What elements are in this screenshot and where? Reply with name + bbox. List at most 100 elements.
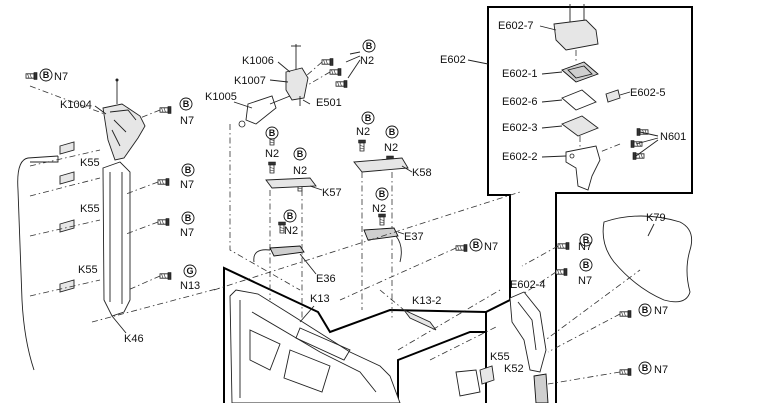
leader-n601-3: [635, 139, 659, 157]
label-e602-5: E602-5: [630, 87, 665, 99]
part-e602-3: [561, 115, 599, 137]
inner-frame-outline: [397, 331, 486, 403]
screw-n7-a: [159, 106, 172, 114]
leader-n7-r2: [519, 271, 557, 297]
leader-long-2: [397, 289, 501, 351]
e602-box-outline: [485, 6, 693, 403]
leader-e602-3: [541, 125, 563, 129]
cable-left: [17, 155, 59, 371]
part-k52: [455, 369, 481, 397]
leader-k1007: [269, 79, 289, 83]
label-e501: E501: [316, 97, 342, 109]
leader-k1005: [233, 101, 253, 109]
label-n2-f: N2: [372, 203, 386, 215]
pad-k55-4: [59, 279, 75, 293]
leader-n13: [127, 275, 161, 291]
label-n2-d: N2: [356, 126, 370, 138]
part-k1004: [102, 103, 146, 161]
screw-n7-c: [157, 218, 170, 226]
circle-b-letter: B: [642, 305, 649, 315]
pad-k55-bottom: [479, 365, 495, 385]
leader-n7-r1: [521, 245, 559, 267]
leader-n2-top-a: [349, 51, 361, 55]
label-k55-c: K55: [78, 264, 98, 276]
pad-k55-2: [59, 171, 75, 185]
circle-b-letter: B: [583, 260, 590, 270]
circle-b-icon: [579, 233, 593, 247]
label-n2-c: N2: [284, 225, 298, 237]
label-e602-2: E602-2: [502, 151, 537, 163]
part-e602-4-foot: [533, 373, 549, 404]
circle-g-icon: [183, 264, 197, 278]
screw-n7-r2: [555, 268, 568, 276]
part-k79: [602, 215, 693, 303]
circle-b-icon: [579, 258, 593, 272]
label-k1007: K1007: [234, 75, 266, 87]
leader-e602-6: [541, 99, 563, 103]
leader-k13: [299, 305, 315, 323]
label-n601: N601: [660, 131, 686, 143]
label-n7-mid: N7: [484, 241, 498, 253]
screw-n7-b: [157, 178, 170, 186]
leader-n7-top-left: [29, 85, 111, 117]
circle-b-icon: [638, 361, 652, 375]
leader-n7-mid: [339, 247, 457, 301]
label-n7-b: N7: [180, 179, 194, 191]
circle-b-icon: [283, 209, 297, 223]
part-k58: [353, 157, 409, 173]
label-k1006: K1006: [242, 55, 274, 67]
leader-e602-5: [619, 91, 631, 96]
k1005-washer: [238, 120, 246, 128]
leader-n601-1: [639, 131, 659, 137]
part-k46: [102, 161, 131, 317]
leader-k13-2: [379, 289, 405, 311]
screw-n7-mid: [455, 244, 468, 252]
circle-g-letter: G: [186, 266, 193, 276]
circle-b-icon: [181, 211, 195, 225]
label-e602-7: E602-7: [498, 20, 533, 32]
label-e37: E37: [404, 231, 424, 243]
leader-pad-2: [29, 177, 101, 197]
part-k1006-block: [285, 67, 309, 101]
label-n2-a: N2: [265, 148, 279, 160]
leader-k1006: [277, 61, 291, 73]
part-e602-1: [561, 61, 599, 83]
circle-b-letter: B: [287, 211, 294, 221]
leader-k57: [309, 185, 323, 191]
screw-n7-r3: [619, 310, 632, 318]
circle-b-letter: B: [366, 41, 373, 51]
cable-connector: [30, 156, 59, 163]
k13-inner-window-1: [249, 329, 281, 371]
screw-n7-top-left: [25, 72, 38, 80]
label-k55-d: K55: [490, 351, 510, 363]
leader-n2-top-b: [345, 55, 361, 63]
screw-n2-top-2: [329, 68, 342, 76]
leader-pad-3: [29, 219, 101, 237]
label-e602-6: E602-6: [502, 96, 537, 108]
part-k1004-ribs: [109, 109, 137, 147]
part-k1005: [245, 95, 277, 125]
label-n7-top-left: N7: [54, 71, 68, 83]
part-e602-1-inner: [567, 65, 593, 79]
leader-k58: [401, 165, 413, 173]
label-n7-r3: N7: [654, 305, 668, 317]
leader-n7-r3: [547, 313, 621, 353]
screw-n7-r1: [557, 242, 570, 250]
k13-inner-slot: [295, 327, 351, 361]
leader-k1004: [94, 105, 107, 115]
circle-b-icon: [179, 97, 193, 111]
circle-b-icon: [39, 68, 53, 82]
label-n7-r4: N7: [654, 364, 668, 376]
label-e602-4: E602-4: [510, 279, 545, 291]
leader-n7-a: [139, 109, 161, 119]
circle-b-icon: [361, 111, 375, 125]
screw-n601-1: [636, 128, 649, 136]
circle-b-icon: [385, 125, 399, 139]
screw-n7-r4: [619, 368, 632, 376]
label-n13: N13: [180, 280, 200, 292]
k13-inner-1: [239, 300, 377, 398]
part-k13-2: [403, 309, 437, 331]
screw-n2-top-1: [321, 58, 334, 66]
